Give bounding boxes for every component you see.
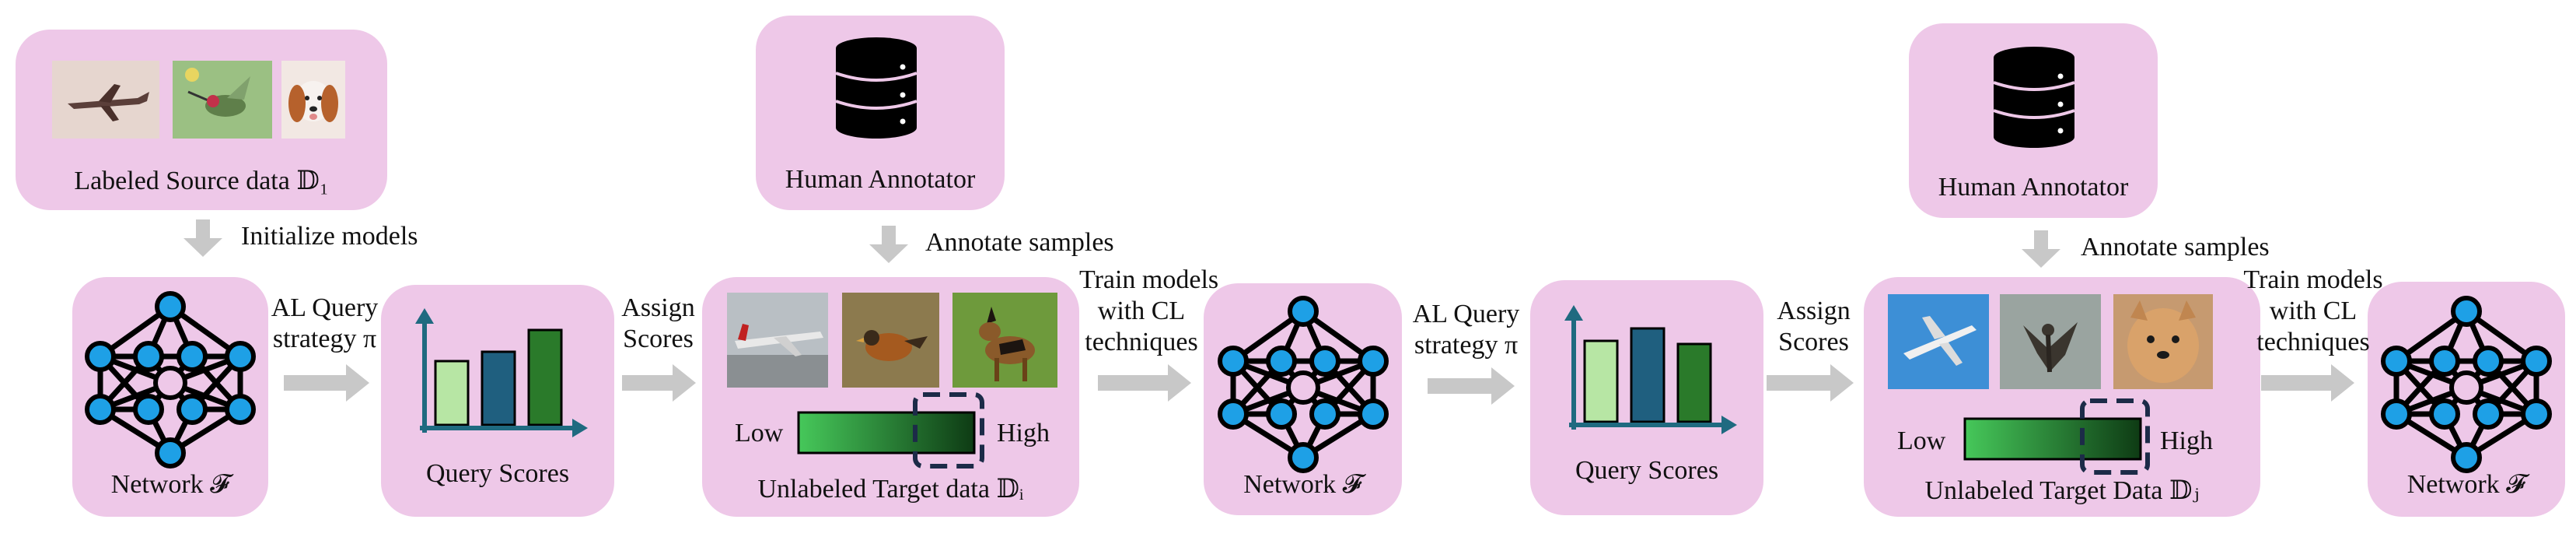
puppy-image [281, 61, 345, 139]
neural-network-icon [2373, 293, 2560, 473]
cormorant-image [2000, 294, 2101, 389]
right-arrow-icon [622, 364, 696, 402]
down-arrow-icon [2022, 230, 2060, 268]
bar-chart-icon [1561, 305, 1740, 437]
airplane-on-ground-image [727, 293, 828, 388]
network-label-3: Network 𝓕 [2406, 470, 2526, 499]
right-arrow-icon [284, 364, 369, 402]
neural-network-icon [1210, 293, 1396, 473]
unlabeled-target-label-2: Unlabeled Target Data 𝔻ⱼ [1924, 476, 2200, 505]
network-label-1: Network 𝓕 [110, 470, 230, 499]
right-arrow-icon [2261, 364, 2354, 402]
network-label-2: Network 𝓕 [1243, 470, 1362, 499]
high-label-2: High [2160, 426, 2213, 455]
airplane-in-sky-image [1888, 294, 1989, 389]
down-arrow-icon [184, 219, 222, 257]
edge-label-initialize-models: Initialize models [241, 222, 418, 251]
score-gradient-bar [1963, 417, 2142, 461]
german-shepherd-image [952, 293, 1057, 388]
right-arrow-icon [1428, 367, 1515, 405]
labeled-source-label: Labeled Source data 𝔻₁ [74, 167, 329, 195]
right-arrow-icon [1098, 364, 1191, 402]
high-score-selection-box [2080, 398, 2150, 475]
query-scores-label-2: Query Scores [1575, 456, 1719, 485]
database-icon [1992, 45, 2076, 149]
neural-network-icon [77, 288, 264, 469]
query-scores-label-1: Query Scores [425, 459, 570, 488]
score-gradient-bar [797, 411, 976, 455]
right-arrow-icon [1767, 364, 1854, 402]
bar-chart-icon [412, 308, 591, 440]
human-annotator-label-1: Human Annotator [785, 165, 976, 194]
edge-label-annotate-samples-1: Annotate samples [925, 228, 1114, 257]
airplane-image [52, 61, 159, 139]
unlabeled-target-label-1: Unlabeled Target data 𝔻ᵢ [757, 475, 1024, 504]
hummingbird-image [173, 61, 272, 139]
edge-label-annotate-samples-2: Annotate samples [2081, 233, 2270, 261]
high-score-selection-box [913, 392, 984, 469]
down-arrow-icon [869, 226, 908, 263]
fluffy-dog-image [2113, 294, 2213, 389]
low-label-1: Low [735, 419, 784, 447]
human-annotator-label-2: Human Annotator [1938, 173, 2129, 202]
high-label-1: High [997, 419, 1050, 447]
bird-on-ground-image [842, 293, 939, 388]
low-label-2: Low [1897, 426, 1946, 455]
database-icon [834, 36, 918, 140]
